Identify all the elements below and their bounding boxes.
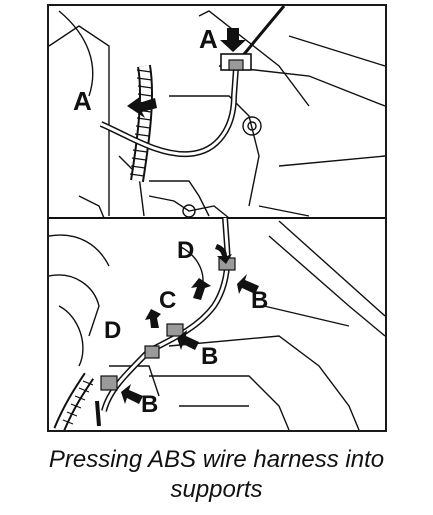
arrow-icon: [177, 330, 199, 350]
arrow-icon: [191, 278, 211, 300]
callout-d-upper: D: [177, 237, 194, 264]
callout-b-upper: B: [251, 287, 268, 314]
figure-caption: Pressing ABS wire harness into supports: [0, 445, 433, 505]
caption-line-2: supports: [170, 476, 263, 503]
callout-c: C: [159, 287, 176, 314]
arrow-icon: [121, 384, 143, 404]
illustration-frame: A A: [47, 4, 387, 432]
callout-b-middle: B: [201, 343, 218, 370]
callout-d-lower: D: [104, 317, 121, 344]
callout-a-top: A: [199, 24, 218, 54]
callout-a-left: A: [73, 86, 92, 116]
caption-line-1: Pressing ABS wire harness into: [48, 446, 385, 473]
arrow-icon: [127, 96, 157, 118]
bottom-panel: [49, 217, 385, 430]
illustration-svg: A A: [49, 6, 385, 430]
arrow-icon: [145, 309, 161, 328]
corrugated-hose-lower: [53, 372, 94, 430]
top-panel: [49, 6, 385, 219]
corrugated-hose: [129, 64, 154, 183]
arrow-icon: [237, 274, 259, 294]
arrow-icon: [220, 28, 246, 52]
callout-b-lower: B: [141, 391, 158, 418]
arrow-icon: [215, 244, 232, 264]
